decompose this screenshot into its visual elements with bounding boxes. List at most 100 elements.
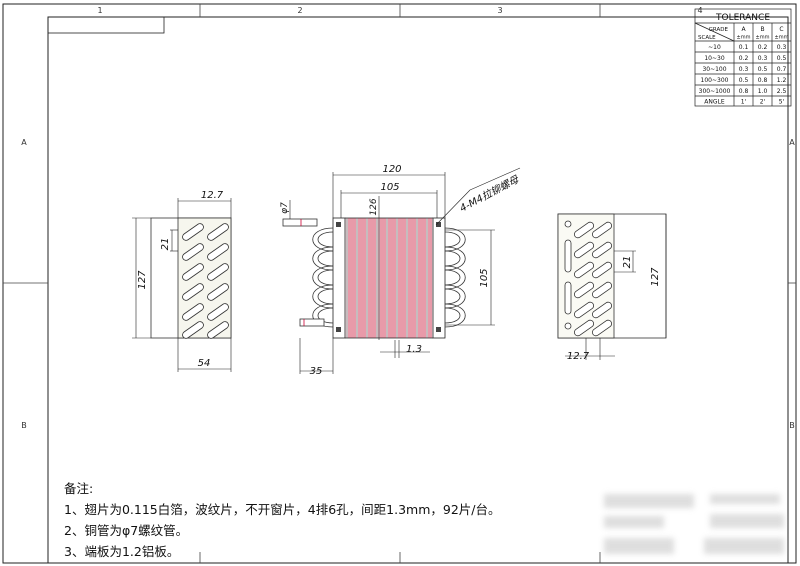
tube-slot (573, 261, 595, 279)
u-bend-left (312, 246, 334, 271)
u-bend-right (444, 231, 461, 248)
u-bend-right (444, 307, 461, 324)
tolerance-text: TOLERANCE GRADE SCALE A B C ±mm ±mm ±mm … (698, 13, 789, 106)
dim-front-fin-pitch: 1.3 (406, 344, 422, 355)
note-item: 1、翅片为0.115白箔，波纹片，不开窗片，4排6孔，间距1.3mm，92片/台… (64, 502, 501, 517)
u-bend-right (444, 250, 461, 267)
dim-front-fin-height: 126 (369, 198, 379, 215)
tube-slot (182, 303, 204, 321)
notes-block: 备注: 1、翅片为0.115白箔，波纹片，不开窗片，4排6孔，间距1.3mm，9… (64, 478, 501, 562)
u-bend-right (444, 265, 466, 290)
tolerance-scale: 300~1000 (699, 88, 731, 95)
dim-left-height: 127 (137, 270, 148, 290)
u-bend-left (312, 227, 334, 252)
dim-front-tube-out: 35 (310, 366, 323, 377)
tube-slot (573, 281, 595, 299)
tube-slot (591, 241, 613, 259)
tube-slot (591, 301, 613, 319)
right-plate-mount-holes (564, 220, 572, 330)
right-plate-slots (573, 221, 613, 337)
dim-right-height: 127 (650, 267, 661, 287)
tolerance-value: 0.2 (739, 55, 749, 62)
u-bends (312, 227, 466, 328)
zone-number: 1 (97, 6, 102, 15)
u-bend-left (317, 307, 334, 324)
dim-left-width: 54 (198, 358, 211, 369)
zone-ticks (3, 4, 796, 563)
dim-right-bottom: 12.7 (567, 351, 590, 362)
tube-slot (591, 319, 613, 337)
dim-front-inner: 105 (380, 182, 399, 193)
grade-unit: ±mm (737, 35, 751, 41)
front-view: 120 105 126 φ7 105 1.3 35 4-M4拉铆螺母 (280, 164, 522, 377)
right-end-plate-view: 21 127 12.7 (557, 213, 667, 362)
note-item: 3、端板为1.2铝板。 (64, 544, 180, 559)
dim-left-pitch: 21 (160, 238, 171, 251)
tube-slot (573, 301, 595, 319)
dim-right-pitch: 21 (622, 256, 633, 269)
tolerance-table (694, 8, 792, 107)
grade-header: A (741, 26, 746, 33)
tube-slot (182, 263, 204, 281)
tolerance-value: 0.1 (739, 44, 749, 51)
u-bend-right (444, 246, 466, 271)
tolerance-value: 0.3 (777, 44, 787, 51)
tube-slot (573, 221, 595, 239)
zone-letter: A (21, 138, 27, 147)
front-left-end-plate (332, 217, 346, 339)
tolerance-value: 0.5 (739, 77, 749, 84)
left-end-plate-view: 12.7 21 127 54 (132, 190, 232, 372)
tube-slot (207, 303, 229, 321)
tolerance-title: TOLERANCE (715, 13, 770, 23)
zone-number: 4 (697, 6, 702, 15)
tolerance-value: 0.3 (739, 66, 749, 73)
tube-slot (207, 243, 229, 261)
title-block-blurred (600, 488, 788, 562)
u-bend-right (444, 227, 466, 252)
tolerance-value: 2' (760, 99, 766, 106)
tolerance-grade-header: GRADE (709, 27, 729, 33)
fin-stack (345, 217, 433, 339)
tolerance-value: 0.8 (758, 77, 768, 84)
tube-slot (591, 261, 613, 279)
right-plate-hole-area (557, 213, 615, 339)
dim-front-overall: 120 (382, 164, 401, 175)
u-bend-right (444, 269, 461, 286)
tube-slot (207, 223, 229, 241)
grade-header: C (779, 26, 783, 33)
u-bend-right (444, 288, 461, 305)
inner-frame (47, 16, 789, 564)
tube-slot (207, 283, 229, 301)
notes-title: 备注: (64, 481, 94, 496)
tube-slot (182, 321, 204, 339)
dim-left-top: 12.7 (201, 190, 224, 201)
grade-header: B (760, 26, 764, 33)
tolerance-value: 0.5 (758, 66, 768, 73)
tolerance-scale: ANGLE (704, 99, 725, 106)
tube-slot (591, 221, 613, 239)
corner-box (47, 16, 165, 34)
tolerance-value: 2.5 (777, 88, 787, 95)
u-bend-left (317, 231, 334, 248)
tube-slot (591, 281, 613, 299)
tolerance-scale: 30~100 (702, 66, 726, 73)
zone-letter: A (789, 138, 795, 147)
u-bend-right (444, 303, 466, 328)
tolerance-value: 0.7 (777, 66, 787, 73)
tube-slot (182, 223, 204, 241)
tube-slot (182, 283, 204, 301)
tube-slot (573, 319, 595, 337)
u-bend-right (444, 284, 466, 309)
nut-markers (336, 222, 441, 332)
u-bend-left (312, 265, 334, 290)
tolerance-value: 0.2 (758, 44, 768, 51)
nut-callout: 4-M4拉铆螺母 (458, 173, 522, 215)
u-bend-left (317, 269, 334, 286)
tolerance-value: 0.3 (758, 55, 768, 62)
tube-stubs (282, 218, 325, 327)
front-right-end-plate (432, 217, 446, 339)
zone-number: 2 (297, 6, 302, 15)
zone-number: 3 (497, 6, 502, 15)
zone-letter: B (21, 421, 27, 430)
